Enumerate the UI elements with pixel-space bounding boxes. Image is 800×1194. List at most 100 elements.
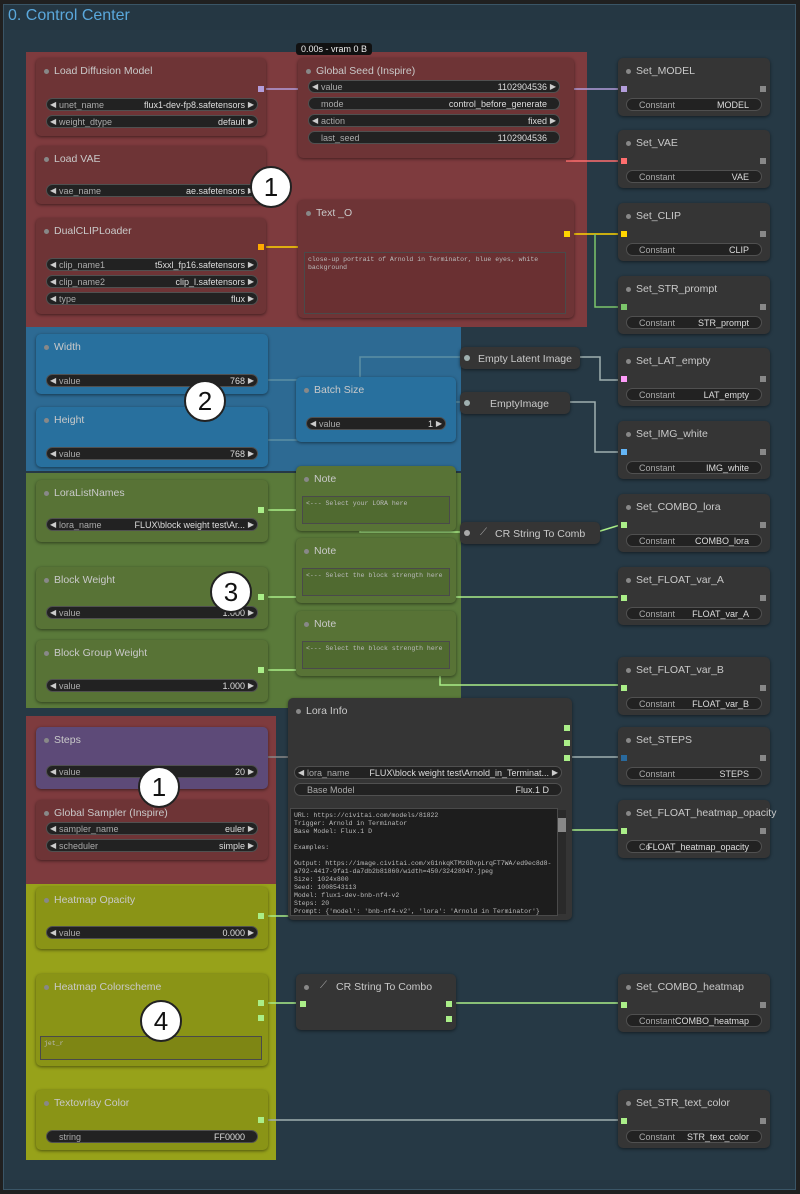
node-collapse-dot[interactable] [44, 491, 49, 496]
node-text-prompt[interactable]: Text _O close-up portrait of Arnold in T… [298, 200, 574, 318]
node-collapse-dot[interactable] [44, 898, 49, 903]
node-collapse-dot[interactable] [626, 287, 631, 292]
input-slot[interactable] [621, 1118, 627, 1124]
output-slot[interactable] [258, 594, 264, 600]
node-note-block-group[interactable]: Note <--- Select the block strength here [296, 611, 456, 676]
output-slot[interactable] [564, 740, 570, 746]
node-collapse-dot[interactable] [626, 668, 631, 673]
node-collapse-dot[interactable] [304, 622, 309, 627]
node-collapse-dot[interactable] [296, 709, 301, 714]
input-slot[interactable] [621, 86, 627, 92]
output-slot[interactable] [446, 1016, 452, 1022]
output-slot[interactable] [258, 913, 264, 919]
node-collapse-dot[interactable] [304, 477, 309, 482]
note-textarea[interactable]: <--- Select the block strength here [302, 568, 450, 596]
output-slot[interactable] [760, 685, 766, 691]
output-slot[interactable] [760, 522, 766, 528]
node-collapse-dot[interactable] [306, 69, 311, 74]
input-slot[interactable] [621, 828, 627, 834]
node-collapse-dot[interactable] [626, 1101, 631, 1106]
output-slot[interactable] [564, 755, 570, 761]
node-collapse-dot[interactable] [626, 432, 631, 437]
output-slot[interactable] [258, 1000, 264, 1006]
node-collapse-dot[interactable] [304, 388, 309, 393]
output-slot[interactable] [760, 595, 766, 601]
output-slot[interactable] [258, 667, 264, 673]
output-slot-model[interactable] [258, 86, 264, 92]
output-slot[interactable] [760, 304, 766, 310]
output-slot[interactable] [760, 449, 766, 455]
node-collapse-dot[interactable] [626, 359, 631, 364]
output-slot[interactable] [258, 1117, 264, 1123]
note-textarea[interactable]: <--- Select the block strength here [302, 641, 450, 669]
node-collapse-dot[interactable] [626, 505, 631, 510]
output-slot[interactable] [446, 1001, 452, 1007]
output-slot-clip[interactable] [258, 244, 264, 250]
node-collapse-dot[interactable] [44, 157, 49, 162]
node-collapse-dot[interactable] [626, 214, 631, 219]
output-slot[interactable] [760, 828, 766, 834]
node-collapse-dot[interactable] [44, 229, 49, 234]
node-note-block[interactable]: Note <--- Select the block strength here [296, 538, 456, 603]
output-slot[interactable] [760, 231, 766, 237]
prompt-textarea[interactable]: close-up portrait of Arnold in Terminato… [304, 252, 566, 314]
node-collapse-dot[interactable] [44, 651, 49, 656]
output-slot[interactable] [760, 1002, 766, 1008]
input-slot[interactable] [621, 304, 627, 310]
node-collapse-dot[interactable] [44, 811, 49, 816]
input-slot[interactable] [464, 400, 470, 406]
node-collapse-dot[interactable] [44, 418, 49, 423]
node-note-lora[interactable]: Note <--- Select your LORA here [296, 466, 456, 531]
output-slot[interactable] [258, 1015, 264, 1021]
node-collapse-dot[interactable] [304, 985, 309, 990]
input-slot[interactable] [621, 685, 627, 691]
output-slot-string[interactable] [564, 231, 570, 237]
node-collapse-dot[interactable] [44, 69, 49, 74]
output-slot[interactable] [564, 725, 570, 731]
output-slot[interactable] [258, 507, 264, 513]
input-slot[interactable] [621, 595, 627, 601]
input-slot[interactable] [621, 755, 627, 761]
